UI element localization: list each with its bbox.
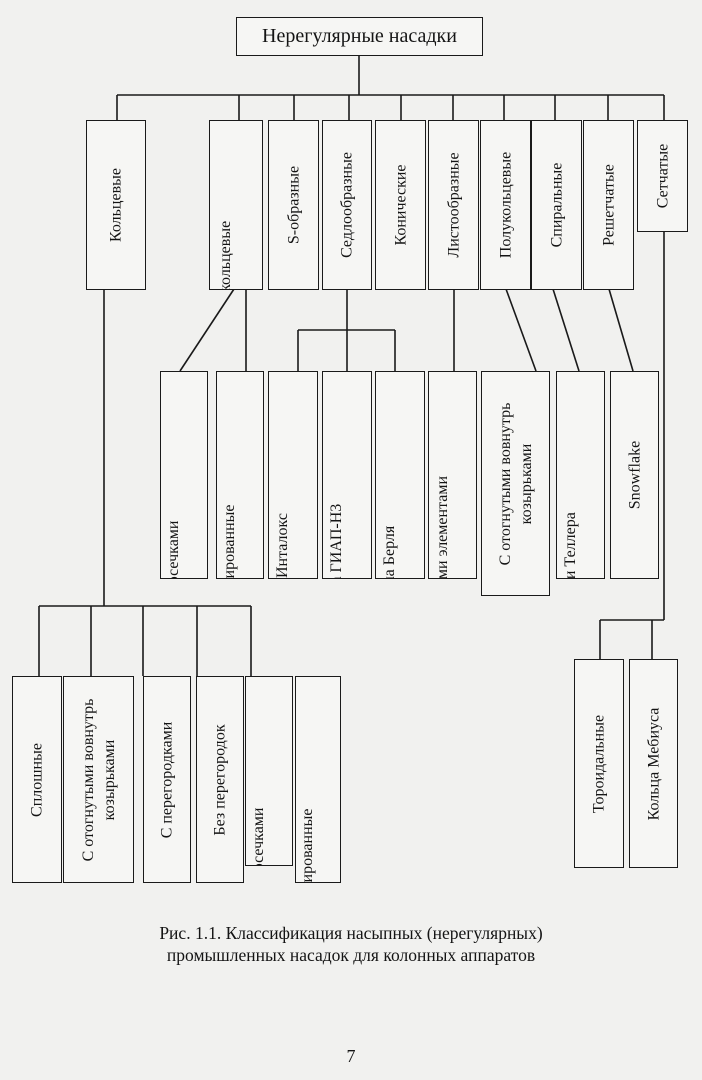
item-half-ring-inward-tabs: С отогнутыми вовнутрь козырьками bbox=[481, 371, 550, 596]
category-label: Кольцевые bbox=[107, 167, 125, 243]
category-label: Конические bbox=[392, 164, 409, 246]
item-label: Седла Берля bbox=[381, 525, 398, 579]
category-spiral: Спиральные bbox=[531, 120, 582, 290]
subtype-label: Сплошные bbox=[28, 742, 46, 817]
category-mini-ring: Мини-кольцевые bbox=[209, 120, 263, 290]
root-node: Нерегулярные насадки bbox=[236, 17, 483, 56]
item-berl-saddle: Седла Берля bbox=[375, 371, 425, 579]
item-mini-ring-perforated: Перфорированные bbox=[216, 371, 264, 579]
item-teller-rosette: Розетки Теллера bbox=[556, 371, 605, 579]
item-label: С отогнутыми вовнутрь козырьками bbox=[496, 402, 535, 565]
category-label: Мини-кольцевые bbox=[217, 220, 234, 290]
category-leaf: Листообразные bbox=[428, 120, 479, 290]
subtype-label: Перфорированные bbox=[299, 808, 316, 883]
ring-subtype-solid: Сплошные bbox=[12, 676, 62, 883]
subtype-label: С отогнутыми вовнутрь козырьками bbox=[79, 698, 118, 861]
category-half-ring: Полукольцевые bbox=[480, 120, 531, 290]
item-label: С просечными элементами bbox=[433, 475, 451, 579]
category-lattice: Решетчатые bbox=[583, 120, 634, 290]
item-leaf-notched-elements: С просечными элементами bbox=[428, 371, 477, 579]
subtype-label: Без перегородок bbox=[211, 723, 229, 836]
ring-subtype-no-partitions: Без перегородок bbox=[196, 676, 244, 883]
item-intalox-saddle: Седла Инталокс bbox=[268, 371, 318, 579]
item-label: Седла Инталокс bbox=[274, 513, 291, 579]
item-snowflake: Snowflake bbox=[610, 371, 659, 579]
mesh-subtype-toroidal: Тороидальные bbox=[574, 659, 624, 868]
category-label: Решетчатые bbox=[600, 164, 617, 246]
category-mesh: Сетчатые bbox=[637, 120, 688, 232]
subtype-label: С просечками bbox=[250, 807, 267, 866]
subtype-label: Тороидальные bbox=[590, 714, 608, 813]
caption-line-2: промышленных насадок для колонных аппара… bbox=[166, 945, 536, 965]
category-label: S-образные bbox=[285, 165, 302, 245]
category-saddle: Седлообразные bbox=[322, 120, 372, 290]
item-label: Snowflake bbox=[626, 440, 643, 510]
subtype-label: Кольца Мебиуса bbox=[645, 707, 662, 820]
category-ring: Кольцевые bbox=[86, 120, 146, 290]
category-label: Седлообразные bbox=[338, 152, 356, 258]
mesh-subtype-mobius: Кольца Мебиуса bbox=[629, 659, 678, 868]
ring-subtype-notched: С просечками bbox=[245, 676, 293, 866]
category-label: Сетчатые bbox=[654, 143, 671, 209]
item-label: С просечками bbox=[165, 520, 182, 579]
root-label: Нерегулярные насадки bbox=[262, 25, 457, 47]
ring-subtype-perforated: Перфорированные bbox=[295, 676, 341, 883]
figure-caption: Рис. 1.1. Классификация насыпных (нерегу… bbox=[0, 922, 702, 966]
page-number: 7 bbox=[346, 1046, 356, 1066]
category-conical: Конические bbox=[375, 120, 426, 290]
ring-subtype-inward-tabs: С отогнутыми вовнутрь козырьками bbox=[63, 676, 134, 883]
item-label: Розетки Теллера bbox=[561, 512, 579, 579]
item-label: Насадка ГИАП-Н3 bbox=[328, 503, 345, 579]
subtype-label: С перегородками bbox=[158, 721, 176, 838]
ring-subtype-partitions: С перегородками bbox=[143, 676, 191, 883]
category-label: Спиральные bbox=[548, 162, 565, 248]
category-label: Листообразные bbox=[445, 152, 462, 258]
item-mini-ring-notched: С просечками bbox=[160, 371, 208, 579]
caption-line-1: Рис. 1.1. Классификация насыпных (нерегу… bbox=[159, 923, 543, 943]
category-s-shaped: S-образные bbox=[268, 120, 319, 290]
item-label: Перфорированные bbox=[221, 504, 238, 579]
item-giap-n3: Насадка ГИАП-Н3 bbox=[322, 371, 372, 579]
category-label: Полукольцевые bbox=[497, 151, 514, 259]
